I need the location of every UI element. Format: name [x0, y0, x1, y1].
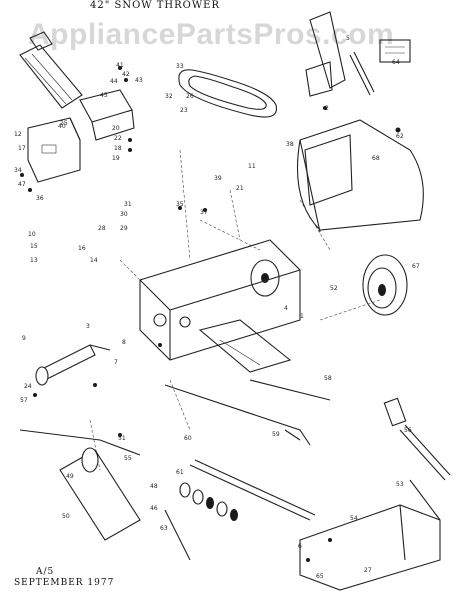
callout: 5	[346, 35, 350, 42]
callout: 53	[396, 481, 404, 488]
callout: 61	[176, 469, 184, 476]
callout-labels: 40 41 42 43 44 45 25 33 32 26 23 12 17 3…	[14, 35, 420, 580]
callout: 28	[98, 225, 106, 232]
diagram-date: SEPTEMBER 1977	[14, 578, 115, 588]
callout: 50	[62, 513, 70, 520]
pulley-right	[362, 254, 408, 316]
crank-handle	[383, 397, 451, 481]
callout: 14	[90, 257, 98, 264]
callout: 52	[330, 285, 338, 292]
callout: 32	[165, 93, 173, 100]
callout: 43	[135, 77, 143, 84]
callout: 35	[176, 201, 184, 208]
callout: 67	[412, 263, 420, 270]
callout: 68	[372, 155, 380, 162]
callout: 3	[86, 323, 90, 330]
lower-bracket	[198, 319, 292, 373]
callout: 1	[300, 313, 304, 320]
callout: 25	[60, 120, 68, 127]
callout: 41	[116, 62, 124, 69]
callout: 63	[160, 525, 168, 532]
callout: 24	[24, 383, 32, 390]
callout: 6	[298, 543, 302, 550]
callout: 37	[200, 209, 208, 216]
shield-part	[79, 89, 135, 141]
callout: 47	[18, 181, 26, 188]
callout: 23	[180, 107, 188, 114]
callout: 26	[186, 93, 194, 100]
washer-stack	[179, 482, 238, 521]
page-label: A/5	[36, 567, 55, 577]
callout: 20	[112, 125, 120, 132]
callout: 13	[30, 257, 38, 264]
callout: 42	[122, 71, 130, 78]
callout: 58	[324, 375, 332, 382]
callout: 21	[236, 185, 244, 192]
housing-left	[27, 117, 81, 183]
callout: 9	[22, 335, 26, 342]
chute-rod	[349, 51, 375, 96]
callout: 22	[114, 135, 122, 142]
callout: 60	[184, 435, 192, 442]
lower-left-plate	[59, 447, 141, 541]
callout: 59	[272, 431, 280, 438]
left-arm-assembly	[35, 344, 111, 386]
auger-housing	[297, 119, 424, 233]
leader-lines	[89, 149, 381, 471]
hardware-bits	[20, 66, 401, 562]
callout: 12	[14, 131, 22, 138]
callout: 33	[176, 63, 184, 70]
callout: 18	[114, 145, 122, 152]
callout: 31	[124, 201, 132, 208]
callout: 44	[110, 78, 118, 85]
main-frame	[139, 239, 301, 361]
callout: 4	[284, 305, 288, 312]
callout: 38	[286, 141, 294, 148]
callout: 57	[20, 397, 28, 404]
callout: 39	[214, 175, 222, 182]
skid-rail	[299, 479, 441, 591]
callout: 54	[350, 515, 358, 522]
callout: 7	[114, 359, 118, 366]
callout: 56	[404, 427, 412, 434]
scraper-blade	[19, 31, 83, 109]
callout: 17	[18, 145, 26, 152]
callout: 45	[100, 92, 108, 99]
callout: 64	[392, 59, 400, 66]
callout: 29	[120, 225, 128, 232]
callout: 8	[122, 339, 126, 346]
diagram-title: 42" SNOW THROWER	[90, 0, 220, 11]
callout: 36	[36, 195, 44, 202]
callout: 2	[325, 105, 329, 112]
callout: 65	[316, 573, 324, 580]
callout: 11	[248, 163, 256, 170]
decal-plate	[379, 39, 411, 63]
callout: 55	[124, 455, 132, 462]
callout: 27	[364, 567, 372, 574]
callout: 40	[58, 123, 66, 130]
control-rods	[19, 379, 331, 521]
callout: 48	[150, 483, 158, 490]
callout: 15	[30, 243, 38, 250]
chute-bracket	[305, 11, 346, 97]
callout: 30	[120, 211, 128, 218]
callout: 51	[118, 435, 126, 442]
callout: 19	[112, 155, 120, 162]
callout: 62	[396, 133, 404, 140]
callout: 10	[28, 231, 36, 238]
callout: 16	[78, 245, 86, 252]
callout: 46	[150, 505, 158, 512]
drive-belt	[178, 69, 278, 118]
callout: 49	[66, 473, 74, 480]
callout: 34	[14, 167, 22, 174]
